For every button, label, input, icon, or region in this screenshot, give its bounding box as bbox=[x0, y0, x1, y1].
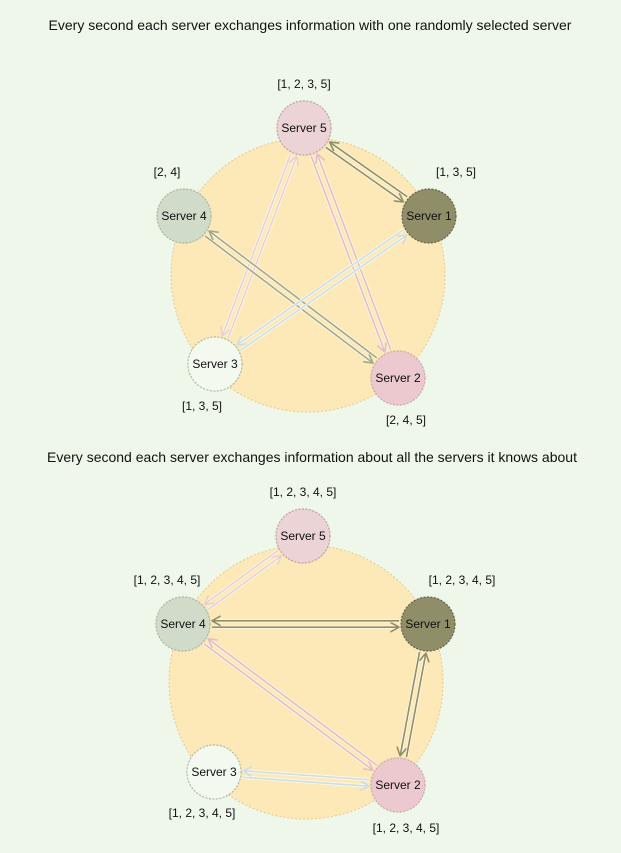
server-node-1[interactable]: Server 1 bbox=[400, 596, 456, 652]
exchange-5-2-arrowhead-to bbox=[376, 342, 387, 353]
exchange-4-2-line-to bbox=[203, 643, 374, 771]
exchange-4-2-line-from bbox=[208, 230, 378, 359]
server-node-5[interactable]: Server 5 bbox=[275, 508, 331, 564]
exchange-arrows bbox=[204, 140, 409, 365]
known-servers-label-4: [1, 2, 3, 4, 5] bbox=[134, 573, 201, 587]
exchange-1-3-line-from bbox=[240, 234, 408, 351]
diagram-1: Every second each server exchanges infor… bbox=[49, 17, 572, 427]
known-servers-label-2: [1, 2, 3, 4, 5] bbox=[373, 821, 440, 835]
exchange-5-3-arrowhead-from bbox=[288, 155, 299, 167]
server-node-2[interactable]: Server 2 bbox=[370, 757, 426, 813]
exchange-4-2-line-from bbox=[207, 638, 378, 766]
exchange-4-2-arrowhead-from bbox=[207, 638, 219, 649]
known-servers-label-3: [1, 2, 3, 4, 5] bbox=[169, 806, 236, 820]
exchange-1-3-arrowhead-from bbox=[397, 234, 408, 245]
exchange-5-2-arrowhead-from bbox=[315, 153, 326, 164]
server-node-2[interactable]: Server 2 bbox=[370, 350, 426, 406]
exchange-4-1-arrowhead-from bbox=[211, 615, 221, 627]
diagram-caption: Every second each server exchanges infor… bbox=[47, 449, 577, 465]
server-label: Server 4 bbox=[160, 617, 206, 631]
server-circle bbox=[370, 350, 426, 406]
exchange-5-3-line-to bbox=[221, 153, 292, 337]
server-node-3[interactable]: Server 3 bbox=[187, 336, 243, 392]
exchange-1-3-line-to bbox=[236, 229, 404, 346]
server-node-4[interactable]: Server 4 bbox=[155, 596, 211, 652]
exchange-4-5-line-to bbox=[207, 555, 282, 611]
server-circle bbox=[156, 188, 212, 244]
server-circle bbox=[186, 744, 242, 800]
exchange-5-3-arrowhead-to bbox=[220, 325, 231, 337]
exchange-5-2-line-from bbox=[316, 153, 392, 351]
server-label: Server 1 bbox=[406, 209, 452, 223]
exchange-5-1-arrowhead-from bbox=[328, 141, 340, 152]
diagram-2: Every second each server exchanges infor… bbox=[47, 449, 577, 835]
exchange-1-2-line-from bbox=[405, 652, 427, 758]
exchange-4-2-arrowhead-to bbox=[362, 760, 374, 771]
exchange-1-3-arrowhead-to bbox=[236, 335, 247, 346]
exchange-4-1-arrowhead-to bbox=[390, 621, 400, 633]
exchange-4-5-arrowhead-from bbox=[203, 595, 215, 606]
server-circle bbox=[276, 100, 332, 156]
exchange-1-2-line-to bbox=[399, 651, 421, 757]
known-servers-label-4: [2, 4] bbox=[154, 165, 181, 179]
diagram-caption: Every second each server exchanges infor… bbox=[49, 17, 572, 33]
server-circle bbox=[187, 336, 243, 392]
exchange-4-2-arrowhead-from bbox=[208, 230, 219, 241]
exchange-4-2-line-to bbox=[204, 235, 374, 364]
known-servers-label-3: [1, 3, 5] bbox=[182, 399, 222, 413]
exchange-4-5-arrowhead-to bbox=[271, 554, 283, 565]
server-circle bbox=[400, 596, 456, 652]
server-circle bbox=[155, 596, 211, 652]
exchange-3-2-line-from bbox=[243, 770, 370, 781]
exchange-4-5-line-from bbox=[204, 549, 279, 605]
exchange-5-1-line-from bbox=[329, 141, 408, 198]
known-servers-label-5: [1, 2, 3, 5] bbox=[277, 77, 330, 91]
exchange-5-3-line-from bbox=[227, 155, 298, 339]
server-node-5[interactable]: Server 5 bbox=[276, 100, 332, 156]
known-servers-label-1: [1, 3, 5] bbox=[436, 165, 476, 179]
server-node-4[interactable]: Server 4 bbox=[156, 188, 212, 244]
server-label: Server 3 bbox=[191, 765, 237, 779]
server-circle bbox=[370, 757, 426, 813]
server-circle bbox=[275, 508, 331, 564]
known-servers-label-1: [1, 2, 3, 4, 5] bbox=[429, 573, 496, 587]
server-circle bbox=[401, 188, 457, 244]
exchange-5-1-line-to bbox=[325, 146, 404, 203]
exchange-3-2-arrowhead-from bbox=[242, 766, 253, 777]
exchange-5-1-arrowhead-to bbox=[393, 192, 405, 203]
known-servers-label-2: [2, 4, 5] bbox=[386, 413, 426, 427]
server-label: Server 1 bbox=[405, 617, 451, 631]
known-servers-label-5: [1, 2, 3, 4, 5] bbox=[270, 485, 337, 499]
server-node-1[interactable]: Server 1 bbox=[401, 188, 457, 244]
exchange-4-2-arrowhead-to bbox=[363, 353, 374, 364]
server-label: Server 5 bbox=[281, 121, 327, 135]
exchange-1-2-arrowhead-to bbox=[396, 746, 407, 757]
exchange-arrows bbox=[203, 549, 430, 791]
server-label: Server 5 bbox=[280, 529, 326, 543]
exchange-3-2-arrowhead-to bbox=[359, 780, 370, 791]
exchange-3-2-line-to bbox=[242, 776, 369, 787]
server-label: Server 2 bbox=[375, 371, 421, 385]
server-label: Server 2 bbox=[375, 778, 421, 792]
server-node-3[interactable]: Server 3 bbox=[186, 744, 242, 800]
server-label: Server 3 bbox=[192, 357, 238, 371]
server-label: Server 4 bbox=[161, 209, 207, 223]
exchange-5-2-line-to bbox=[310, 155, 386, 353]
exchange-1-2-arrowhead-from bbox=[419, 652, 430, 663]
